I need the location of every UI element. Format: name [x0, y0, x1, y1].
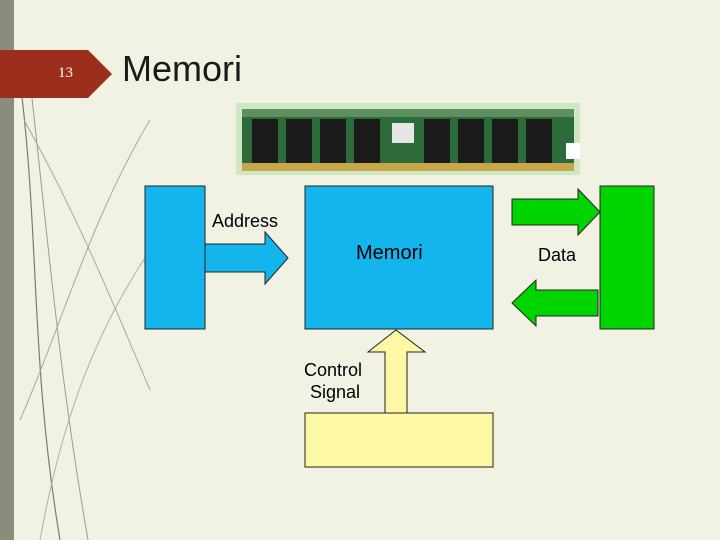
data-box: [599, 185, 655, 330]
control-arrow: [366, 329, 427, 414]
address-label: Address: [212, 211, 279, 231]
address-source-box: [144, 185, 206, 330]
address-arrow: [204, 230, 289, 286]
slide-number-badge: [0, 50, 112, 98]
memory-label: Memori: [356, 242, 423, 264]
slide-title: Memori: [122, 48, 243, 89]
slide-number: 13: [58, 65, 73, 81]
control-box: [304, 412, 494, 468]
data-out-arrow: [511, 187, 601, 237]
ram-module-image: [236, 103, 580, 175]
data-in-arrow: [511, 278, 599, 328]
data-label: Data: [538, 245, 577, 265]
control-label-line1: Control: [304, 360, 363, 380]
left-accent-strip: [0, 0, 14, 540]
control-label-line2: Signal: [310, 382, 361, 402]
memory-box: [304, 185, 494, 330]
